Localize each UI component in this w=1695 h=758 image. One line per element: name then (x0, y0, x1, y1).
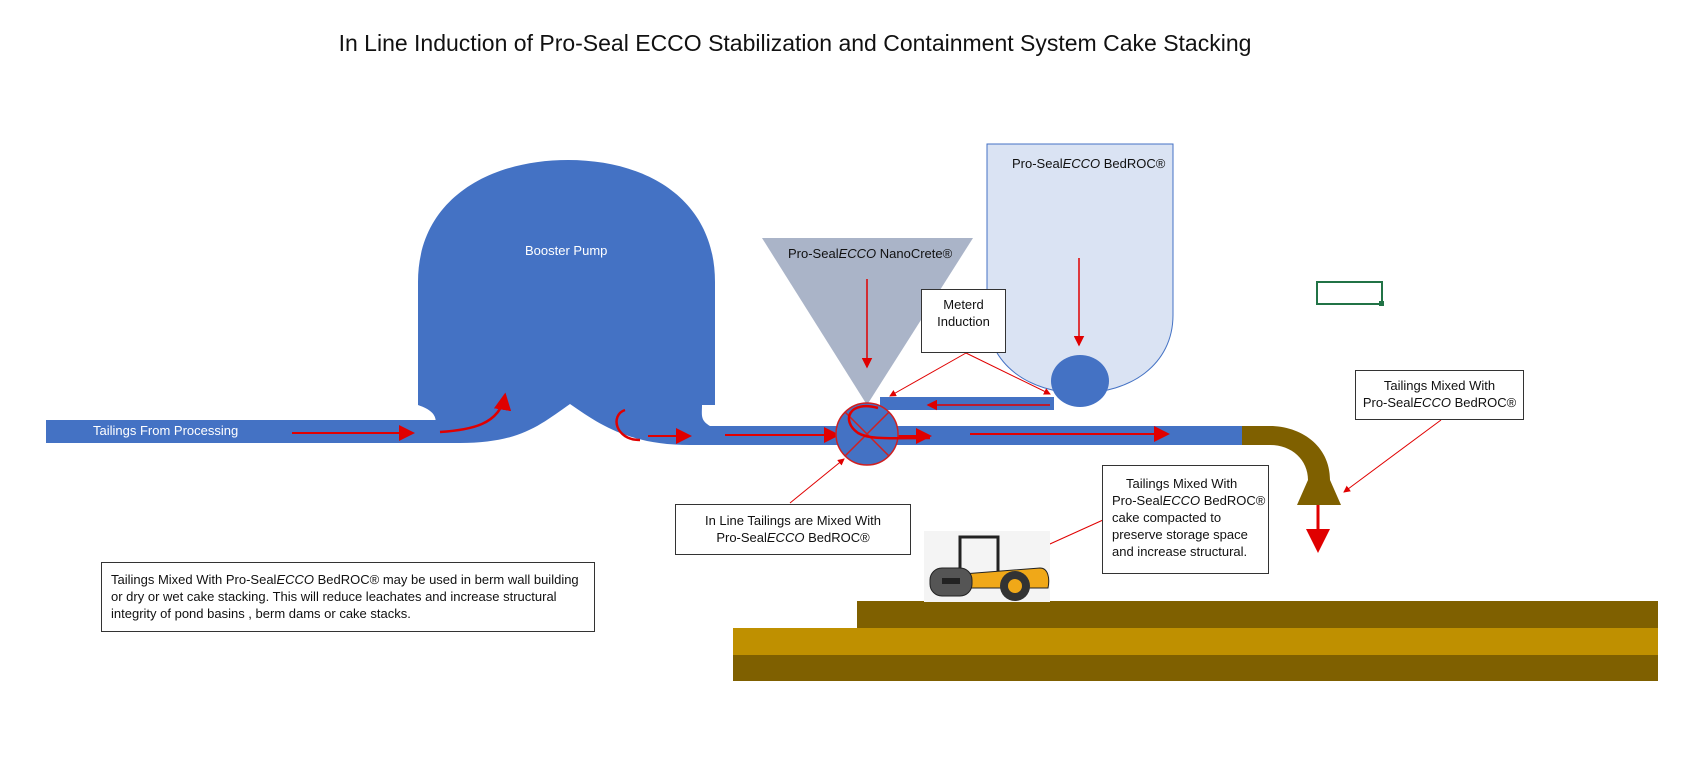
booster-pump-body (418, 160, 715, 445)
tailings-mixed-right-box: Tailings Mixed With Pro-SealECCO BedROC® (1355, 370, 1524, 420)
tailings-pipe-inlet (46, 420, 460, 443)
ground-layer-bottom (733, 655, 1658, 681)
booster-pump-inflow-arrow (439, 392, 512, 434)
metered-feed-line (880, 397, 1054, 410)
compactor-roller-icon (924, 531, 1050, 602)
booster-pump-label: Booster Pump (525, 243, 608, 258)
mixer-swirl-arrow (847, 405, 931, 440)
ground-layer-middle (733, 628, 1658, 655)
berm-note-box: Tailings Mixed With Pro-SealECCO BedROC®… (101, 562, 595, 632)
in-line-mixed-box: In Line Tailings are Mixed With Pro-Seal… (675, 504, 911, 555)
bedroc-hopper-label: Pro-SealECCO BedROC® (1012, 156, 1166, 171)
bedroc-metering-wheel (1051, 355, 1109, 407)
discharge-elbow (1242, 426, 1341, 505)
booster-pump-swirl-arrow (615, 408, 641, 442)
nanocrete-label: Pro-SealECCO NanoCrete® (788, 246, 953, 261)
cake-compacted-box: Tailings Mixed With Pro-SealECCO BedROC®… (1102, 465, 1269, 574)
metered-induction-box: Meterd Induction (921, 289, 1006, 353)
page-title: In Line Induction of Pro-Seal ECCO Stabi… (338, 30, 1252, 56)
ground-layer-top (857, 601, 1658, 628)
tailings-from-processing-label: Tailings From Processing (93, 423, 239, 438)
excel-cell-selection (1316, 281, 1383, 305)
